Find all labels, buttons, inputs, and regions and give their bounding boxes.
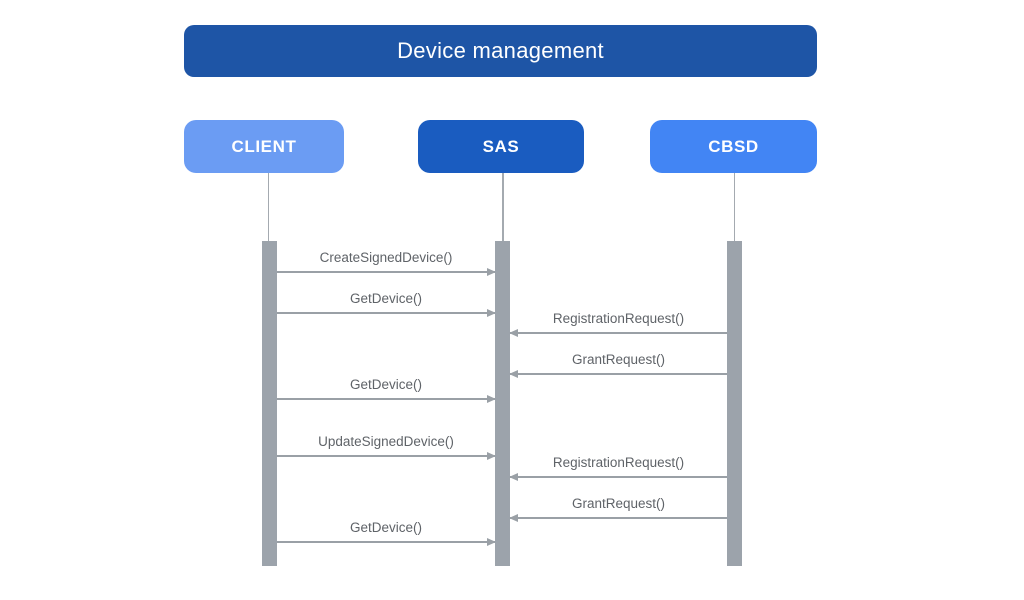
message-arrow-right <box>277 308 496 317</box>
message-arrow-left <box>509 369 727 378</box>
actor-sas: SAS <box>418 120 584 173</box>
message-create-signed-device: CreateSignedDevice() <box>277 250 496 276</box>
message-label: RegistrationRequest() <box>552 311 685 326</box>
lifeline-client <box>267 173 270 242</box>
message-arrow-right <box>277 394 496 403</box>
activation-bar-sas <box>495 241 510 566</box>
lifeline-sas <box>502 173 504 242</box>
message-get-device-1: GetDevice() <box>277 291 496 317</box>
message-arrow-left <box>509 328 727 337</box>
message-arrow-right <box>277 451 496 460</box>
message-grant-request-1: GrantRequest() <box>509 352 727 378</box>
arrowhead-right-icon <box>487 308 496 317</box>
actor-cbsd: CBSD <box>650 120 817 173</box>
message-arrow-right <box>277 537 496 546</box>
actor-sas-label: SAS <box>482 136 520 156</box>
actor-client: CLIENT <box>184 120 344 173</box>
lifeline-cbsd <box>733 173 736 242</box>
arrowhead-left-icon <box>509 472 518 481</box>
message-update-signed-device: UpdateSignedDevice() <box>277 434 496 460</box>
message-label: GrantRequest() <box>571 352 666 367</box>
message-get-device-3: GetDevice() <box>277 520 496 546</box>
arrowhead-right-icon <box>487 537 496 546</box>
actor-client-label: CLIENT <box>231 136 297 156</box>
message-registration-request-1: RegistrationRequest() <box>509 311 727 337</box>
message-label: GrantRequest() <box>571 496 666 511</box>
arrowhead-left-icon <box>509 369 518 378</box>
message-arrow-right <box>277 267 496 276</box>
arrowhead-left-icon <box>509 513 518 522</box>
arrowhead-right-icon <box>487 394 496 403</box>
message-label: GetDevice() <box>349 291 422 306</box>
message-label: UpdateSignedDevice() <box>318 434 454 449</box>
message-label: GetDevice() <box>349 377 422 392</box>
message-arrow-left <box>509 472 727 481</box>
arrowhead-right-icon <box>487 451 496 460</box>
activation-bar-cbsd <box>727 241 742 566</box>
activation-bar-client <box>262 241 277 566</box>
message-get-device-2: GetDevice() <box>277 377 496 403</box>
diagram-title-bar: Device management <box>184 25 817 77</box>
message-registration-request-2: RegistrationRequest() <box>509 455 727 481</box>
diagram-title: Device management <box>397 38 604 63</box>
arrowhead-right-icon <box>487 267 496 276</box>
message-label: CreateSignedDevice() <box>319 250 453 265</box>
message-grant-request-2: GrantRequest() <box>509 496 727 522</box>
actor-cbsd-label: CBSD <box>708 136 759 156</box>
message-label: RegistrationRequest() <box>552 455 685 470</box>
arrowhead-left-icon <box>509 328 518 337</box>
message-label: GetDevice() <box>349 520 422 535</box>
message-arrow-left <box>509 513 727 522</box>
